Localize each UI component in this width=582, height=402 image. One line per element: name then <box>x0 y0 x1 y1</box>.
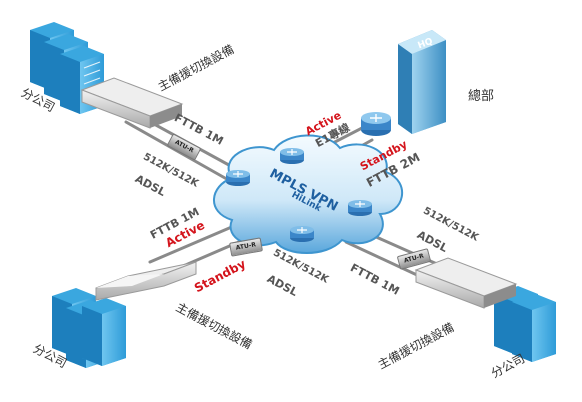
switchover-device-icon <box>95 261 197 301</box>
router-icon <box>361 112 391 136</box>
switchover-device-icon <box>80 77 184 129</box>
router-icon <box>290 226 314 242</box>
office-building-icon <box>398 30 446 134</box>
office-building-icon <box>494 286 556 362</box>
switchover-device-icon <box>414 257 518 309</box>
hq-label: 總部 <box>468 89 495 104</box>
office-building-icon <box>30 22 104 114</box>
cloud-routers <box>226 148 372 242</box>
router-icon <box>348 200 372 216</box>
office-building-icon <box>52 288 126 368</box>
router-icon <box>280 148 304 164</box>
mpls-cloud-icon <box>213 134 404 254</box>
router-icon <box>226 170 250 186</box>
